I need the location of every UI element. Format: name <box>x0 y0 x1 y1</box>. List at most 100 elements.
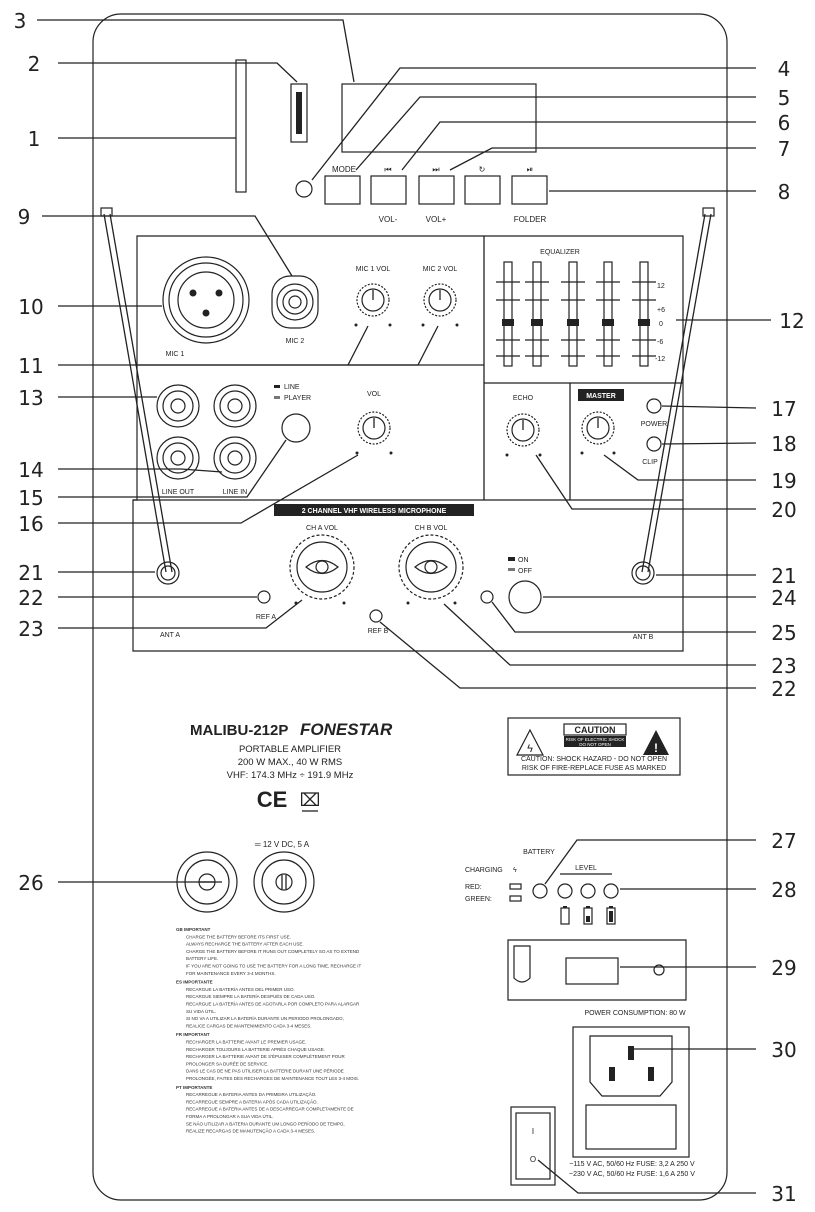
charging-label: CHARGING <box>465 867 503 874</box>
callout-26: 26 <box>18 871 43 895</box>
callout-13: 13 <box>18 386 43 410</box>
next-button[interactable] <box>418 175 455 205</box>
eq-scale-12: 12 <box>657 283 665 290</box>
ant-b-connector[interactable] <box>631 561 655 585</box>
line-vol-label: VOL <box>367 391 381 398</box>
wireless-on-label: ON <box>518 557 529 564</box>
callout-7: 7 <box>778 137 791 161</box>
callout-2: 2 <box>28 52 41 76</box>
eq-slider-track-3 <box>568 261 578 367</box>
mic2-jack-input[interactable] <box>271 275 319 329</box>
eq-slider-track-4 <box>603 261 613 367</box>
iec-power-inlet[interactable] <box>572 1026 690 1158</box>
leader-lines <box>37 19 771 1194</box>
callout-3: 3 <box>14 9 27 33</box>
equalizer-sliders[interactable] <box>496 261 656 367</box>
eq-slider-track-2 <box>532 261 542 367</box>
callout-6: 6 <box>778 111 791 135</box>
instruction-line: PROLONGER SA DURÉE DE SERVICE. <box>186 1060 268 1066</box>
instruction-heading: PT IMPORTANTE <box>176 1085 212 1090</box>
main-power-switch[interactable] <box>510 1106 556 1186</box>
callout-29: 29 <box>771 956 796 980</box>
instruction-line: CHARGE THE BATTERY BEFORE ITS FIRST USE. <box>186 934 291 939</box>
ch-a-vol-label: CH A VOL <box>306 525 338 532</box>
usb-port[interactable] <box>290 83 308 143</box>
mic1-label: MIC 1 <box>166 351 185 358</box>
instruction-heading: GB IMPORTANT <box>176 927 211 932</box>
level-led-3 <box>603 883 619 899</box>
dc-input-connector-b[interactable] <box>253 851 315 913</box>
line-vol-knob[interactable] <box>357 411 391 445</box>
line-in-label: LINE IN <box>223 489 248 496</box>
eq-slider-handle-4[interactable] <box>602 319 614 326</box>
callout-14: 14 <box>18 458 43 482</box>
eq-slider-handle-2[interactable] <box>531 319 543 326</box>
eq-slider-handle-3[interactable] <box>567 319 579 326</box>
battery-title: BATTERY <box>523 849 555 856</box>
prev-icon: ⏮ <box>384 165 391 174</box>
mode-button[interactable] <box>324 175 361 205</box>
instruction-line: RECARGUE LA BATERÍA ANTES DE AGOTARLA PO… <box>186 1001 360 1007</box>
power-consumption: POWER CONSUMPTION: 80 W <box>584 1010 686 1017</box>
cable-clip[interactable] <box>513 945 531 983</box>
eq-slider-track-1 <box>503 261 513 367</box>
wireless-on-off-switch[interactable] <box>508 580 542 614</box>
line-in-rca-top[interactable] <box>213 384 257 428</box>
instruction-line: RECARREGUE A BATERIA ANTES DA PRIMEIRA U… <box>186 1091 316 1097</box>
eq-slider-handle-1[interactable] <box>502 319 514 326</box>
prev-button[interactable] <box>370 175 407 205</box>
caution-sub2: DO NOT OPEN <box>579 742 610 747</box>
line-out-rca-top[interactable] <box>156 384 200 428</box>
sd-card-slot[interactable] <box>235 59 247 193</box>
master-vol-knob[interactable] <box>581 411 615 445</box>
electric-shock-icon <box>516 728 544 756</box>
line-out-rca-bottom[interactable] <box>156 436 200 480</box>
instruction-line: PROLONGÉE, FAITES DES RECHARGES DE MAINT… <box>186 1075 359 1081</box>
callout-15: 15 <box>18 486 43 510</box>
instruction-line: ALWAYS RECHARGE THE BATTERY AFTER EACH U… <box>186 942 304 947</box>
callout-25: 25 <box>771 621 796 645</box>
repeat-icon: ↻ <box>479 165 486 174</box>
callout-17: 17 <box>771 397 796 421</box>
callout-4: 4 <box>778 57 791 81</box>
play-pause-button[interactable] <box>511 175 548 205</box>
mic2-vol-knob[interactable] <box>423 283 457 317</box>
callout-9: 9 <box>18 205 31 229</box>
wireless-power-led <box>480 590 494 604</box>
clip-led-label: CLIP <box>642 459 658 466</box>
switch-on-symbol: I <box>532 1127 534 1136</box>
callout-22-right: 22 <box>771 677 796 701</box>
ant-a-connector[interactable] <box>156 561 180 585</box>
instruction-line: BATTERY LIFE. <box>186 956 218 961</box>
ch-a-vol-knob[interactable] <box>289 534 355 600</box>
mic2-vol-label: MIC 2 VOL <box>423 266 458 273</box>
level-label: LEVEL <box>575 865 597 872</box>
repeat-button[interactable] <box>464 175 501 205</box>
wireless-title-bg <box>274 504 474 516</box>
line-in-rca-bottom[interactable] <box>213 436 257 480</box>
level-led-2 <box>580 883 596 899</box>
instruction-line: SU VIDA ÚTIL. <box>186 1008 216 1014</box>
eq-slider-handle-5[interactable] <box>638 319 650 326</box>
instruction-line: REALIZE RECARGAS DE MANUTENÇÃO A CADA 3-… <box>186 1128 315 1134</box>
mic1-vol-knob[interactable] <box>356 283 390 317</box>
power-rating: 200 W MAX., 40 W RMS <box>238 757 343 768</box>
eq-scale-0: 0 <box>659 321 663 328</box>
master-label: MASTER <box>586 393 616 400</box>
fuse-holder[interactable] <box>565 957 619 985</box>
line-player-selector[interactable] <box>281 413 311 443</box>
ch-b-vol-knob[interactable] <box>398 534 464 600</box>
switch-off-symbol: O <box>530 1155 536 1164</box>
callout-31: 31 <box>771 1182 796 1206</box>
ir-sensor <box>295 180 313 198</box>
caution-title: CAUTION <box>575 725 616 735</box>
instruction-heading: FR IMPORTANT <box>176 1032 210 1037</box>
echo-label: ECHO <box>513 395 534 402</box>
callout-12: 12 <box>779 309 804 333</box>
mic1-xlr-input[interactable] <box>162 256 250 344</box>
ant-b-label: ANT B <box>633 634 654 641</box>
instruction-line: RECARGUE SIEMPRE LA BATERÍA DESPUÉS DE C… <box>186 993 315 999</box>
echo-knob[interactable] <box>506 413 540 447</box>
ref-b-label: REF B <box>368 628 389 635</box>
